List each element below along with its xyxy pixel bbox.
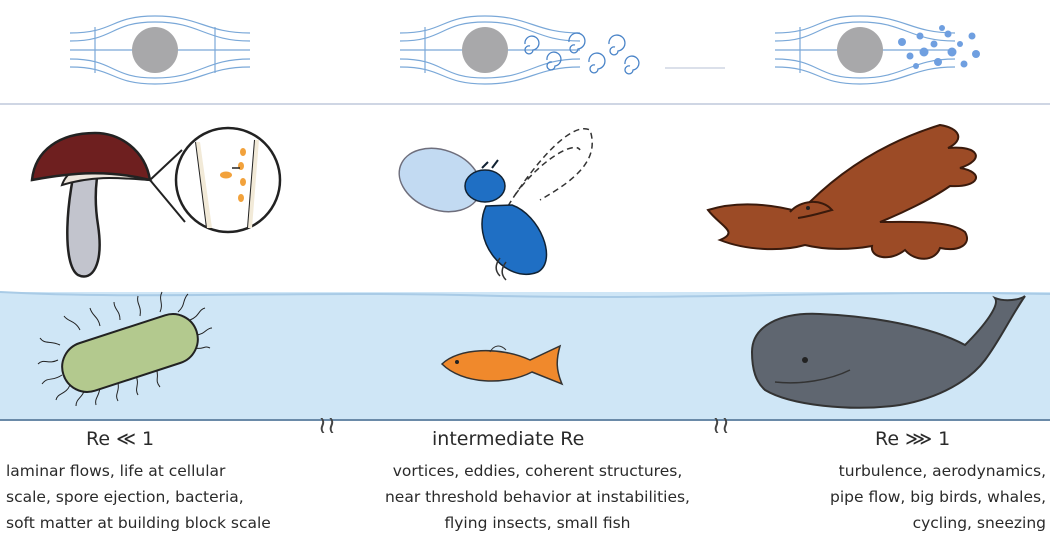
laminar-flow-diagram xyxy=(70,16,250,84)
mushroom-illustration xyxy=(32,128,280,277)
axis-break-1: ≀≀ xyxy=(318,411,336,439)
re-label-low: Re ≪ 1 xyxy=(86,428,154,450)
axis-break-2: ≀≀ xyxy=(712,411,730,439)
re-label-intermediate: intermediate Re xyxy=(432,428,584,450)
fly-illustration xyxy=(390,129,592,280)
description-high-re: turbulence, aerodynamics, pipe flow, big… xyxy=(760,458,1046,536)
re-label-high: Re ⋙ 1 xyxy=(875,428,950,450)
description-intermediate-re: vortices, eddies, coherent structures, n… xyxy=(340,458,735,536)
vortex-street-diagram xyxy=(400,16,639,84)
eagle-illustration xyxy=(708,125,976,259)
description-low-re: laminar flows, life at cellular scale, s… xyxy=(6,458,336,536)
turbulent-wake-diagram xyxy=(775,16,980,84)
